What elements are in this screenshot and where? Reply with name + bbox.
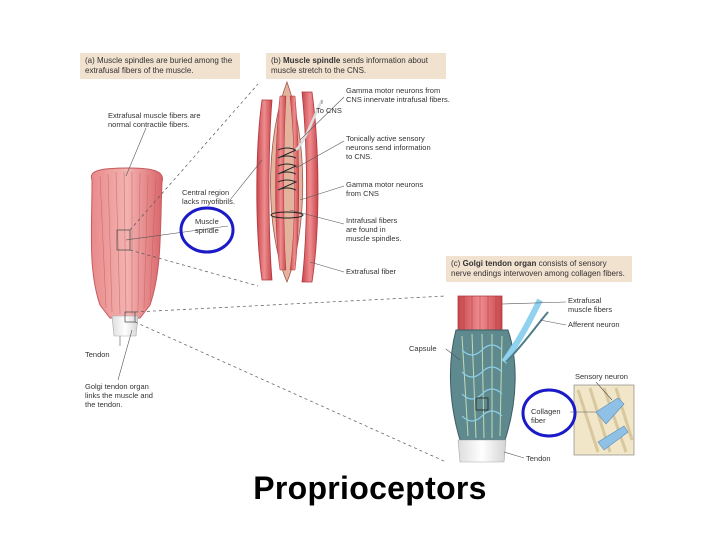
label-to-cns: To CNS [316,106,342,115]
panel-c-bold: Golgi tendon organ [462,259,537,268]
panel-c-text: consists of sensory nerve endings interw… [451,259,625,278]
label-collagen-fiber: Collagen fiber [531,407,561,425]
label-capsule: Capsule [409,344,437,353]
panel-b-bold: Muscle spindle [283,56,341,65]
panel-b-prefix: (b) [271,56,283,65]
panel-a-prefix: (a) [85,56,95,65]
golgi-tendon-organ-illustration [449,295,549,463]
muscle-belly [90,167,164,319]
slide-title: Proprioceptors [253,470,487,506]
sensory-neuron-inset [573,384,635,456]
leader-lines [117,96,613,459]
label-gamma-from-cns: Gamma motor neurons from CNS [346,180,424,198]
label-afferent-neuron: Afferent neuron [568,320,620,329]
label-sensory-neuron: Sensory neuron [575,372,628,381]
projection-lines [129,83,447,463]
label-gamma-innervate: Gamma motor neurons from CNS innervate i… [346,86,450,104]
panel-a-caption: (a) Muscle spindles are buried among the… [80,53,240,79]
label-extrafusal-normal: Extrafusal muscle fibers are normal cont… [108,111,201,129]
label-central-region: Central region lacks myofibrils. [182,188,235,206]
label-extrafusal-fiber: Extrafusal fiber [346,267,397,276]
muscle-spindle-illustration [256,80,324,284]
highlight-circle-collagen [521,388,577,438]
label-extrafusal-muscle-fibers: Extrafusal muscle fibers [568,296,613,314]
label-intrafusal: Intrafusal fibers are found in muscle sp… [346,216,402,243]
label-tendon-right: Tendon [526,454,551,463]
label-tonically-active: Tonically active sensory neurons send in… [346,134,431,161]
panel-b-caption: (b) Muscle spindle sends information abo… [266,53,446,79]
panel-b-text: sends information about muscle stretch t… [271,56,428,75]
panel-a-text: Muscle spindles are buried among the ext… [85,56,233,75]
label-muscle-spindle: Muscle spindle [195,217,219,235]
label-tendon-left: Tendon [85,350,110,359]
highlight-circle-spindle [179,206,235,254]
panel-c-caption: (c) Golgi tendon organ consists of senso… [446,256,632,282]
panel-c-prefix: (c) [451,259,463,268]
label-golgi-links: Golgi tendon organ links the muscle and … [85,382,153,409]
